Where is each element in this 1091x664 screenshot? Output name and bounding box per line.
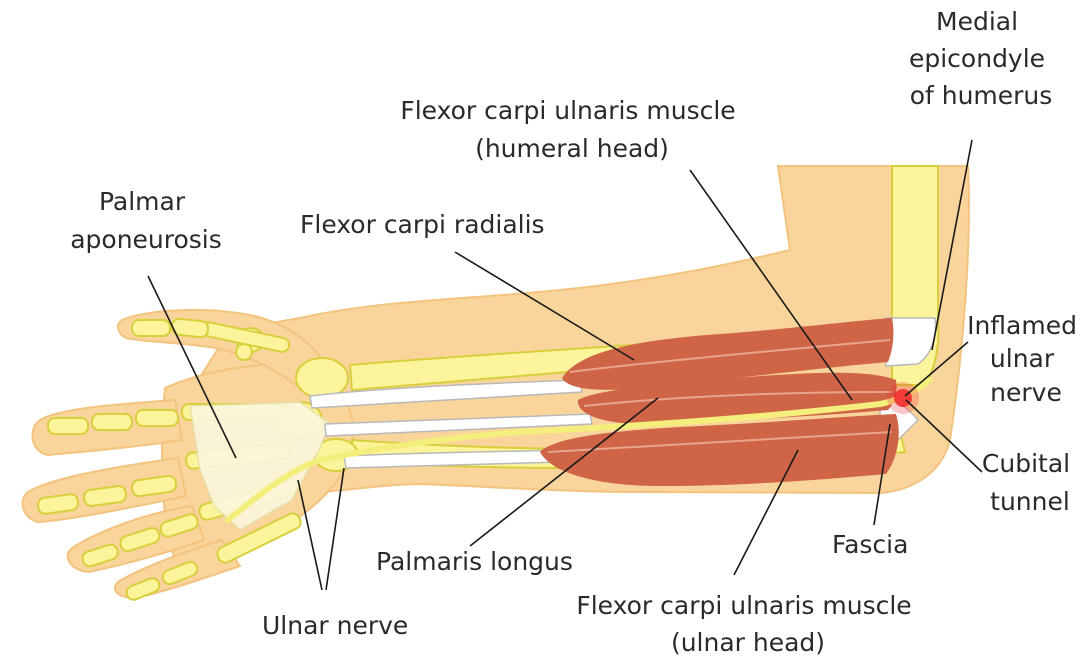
inflammation-glow [887,382,919,414]
label-line: (humeral head) [475,134,669,163]
carpal-bone [236,344,252,360]
carpal-bone [296,358,348,398]
label-line: Cubital [982,449,1070,478]
label-fcu-humeral-head: Flexor carpi ulnaris muscle (humeral hea… [400,96,743,163]
label-line: of humerus [910,81,1053,110]
phalanx-bone [92,414,132,430]
label-line: Flexor carpi ulnaris muscle [400,96,735,125]
label-line: ulnar [990,344,1055,373]
label-line: nerve [990,378,1062,407]
label-ulnar-nerve: Ulnar nerve [262,611,408,640]
label-line: Medial [936,7,1018,36]
label-medial-epicondyle: Medial epicondyle of humerus [909,7,1053,110]
label-line: Palmar [99,187,186,216]
label-flexor-carpi-radialis: Flexor carpi radialis [300,210,545,239]
phalanx-bone [132,320,170,336]
label-line: Inflamed [967,311,1077,340]
label-cubital-tunnel: Cubital tunnel [982,449,1078,516]
phalanx-bone [48,418,88,434]
phalanx-bone [136,410,178,426]
label-palmaris-longus: Palmaris longus [376,547,573,576]
label-line: epicondyle [909,44,1045,73]
label-fascia: Fascia [832,530,908,559]
label-inflamed-ulnar-nerve: Inflamed ulnar nerve [967,311,1085,407]
label-palmar-aponeurosis: Palmar aponeurosis [70,187,222,254]
label-line: tunnel [990,487,1070,516]
label-line: (ulnar head) [671,628,825,657]
label-line: Flexor carpi ulnaris muscle [576,591,911,620]
label-fcu-ulnar-head: Flexor carpi ulnaris muscle (ulnar head) [576,591,919,657]
label-line: aponeurosis [70,225,222,254]
